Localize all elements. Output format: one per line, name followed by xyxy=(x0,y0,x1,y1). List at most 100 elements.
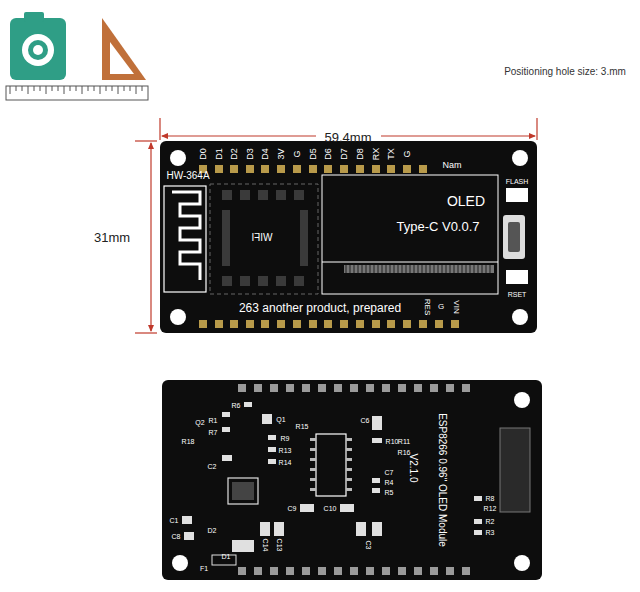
logo-icon xyxy=(6,86,148,100)
pcb-back xyxy=(268,459,276,464)
pcb-front xyxy=(222,210,230,266)
pcb-back xyxy=(372,416,382,430)
pcb-front xyxy=(293,165,301,173)
pcb-front xyxy=(340,320,348,328)
pcb-front xyxy=(276,276,286,286)
logo-icon xyxy=(10,86,142,94)
pcb-back xyxy=(372,438,382,443)
dimension-lines xyxy=(536,118,537,140)
pcb-front xyxy=(356,320,364,328)
pin-name: 3V xyxy=(277,148,286,159)
component-ref: C6 xyxy=(361,417,370,424)
component-ref: R2 xyxy=(486,518,495,525)
pcb-front xyxy=(294,276,304,286)
pcb-front xyxy=(160,141,537,333)
pcb-back xyxy=(310,468,316,471)
pcb-front xyxy=(451,320,459,328)
pcb-front xyxy=(344,265,494,273)
note-text: Positioning hole size: 3.mm xyxy=(504,67,626,77)
pcb-back xyxy=(346,448,352,451)
board-model: HW-364A xyxy=(166,171,209,181)
pcb-front xyxy=(277,165,285,173)
version-label: Type-C V0.0.7 xyxy=(396,220,479,233)
pcb-front xyxy=(403,165,411,173)
component-ref: C13 xyxy=(276,539,283,552)
pcb-back xyxy=(356,522,366,536)
component-ref: R8 xyxy=(486,495,495,502)
pcb-back xyxy=(340,504,354,512)
dimension-lines xyxy=(150,143,151,331)
pcb-front xyxy=(276,190,286,200)
pcb-back xyxy=(346,478,352,481)
component-ref: R16 xyxy=(398,449,411,456)
pcb-back xyxy=(318,384,326,392)
silkscreen-text: Nam xyxy=(442,161,461,170)
pcb-back xyxy=(244,402,252,407)
pin-name: VIN xyxy=(452,300,460,313)
component-ref: C1 xyxy=(170,517,179,524)
pcb-back xyxy=(366,567,374,575)
logo-icon xyxy=(6,12,148,100)
pcb-front xyxy=(172,192,200,280)
pcb-back xyxy=(302,384,310,392)
component-ref: R18 xyxy=(182,438,195,445)
pin-name: D5 xyxy=(309,148,318,160)
pcb-back xyxy=(268,435,276,440)
pcb-front xyxy=(506,188,528,202)
pcb-back xyxy=(462,384,470,392)
component-ref: C14 xyxy=(262,539,269,552)
pcb-front xyxy=(240,190,250,200)
dimension-lines xyxy=(529,133,536,139)
pcb-front xyxy=(309,320,317,328)
module-title: ESP8266 0.96" OLED Module xyxy=(437,413,447,547)
pcb-back xyxy=(430,384,438,392)
dimension-lines xyxy=(161,133,168,139)
dimension-lines xyxy=(162,135,316,136)
logo-icon xyxy=(102,18,146,80)
silkscreen-text: 263 another product, prepared xyxy=(239,302,401,314)
pcb-back xyxy=(514,392,530,408)
pcb-front xyxy=(300,210,308,266)
component-ref: C3 xyxy=(365,541,372,550)
pcb-back xyxy=(254,384,262,392)
pcb-front xyxy=(170,309,186,325)
pcb-back xyxy=(262,414,272,424)
pcb-front xyxy=(324,320,332,328)
pcb-front xyxy=(246,320,254,328)
pcb-front xyxy=(340,165,348,173)
pcb-front xyxy=(160,141,537,333)
pcb-back xyxy=(372,478,380,483)
pcb-back xyxy=(270,384,278,392)
pcb-front xyxy=(277,320,285,328)
pcb-front xyxy=(356,165,364,173)
pin-name: D7 xyxy=(340,148,349,160)
component-ref: R11 xyxy=(398,438,410,445)
pcb-back xyxy=(514,555,530,571)
pcb-front xyxy=(322,262,498,263)
pcb-front xyxy=(324,165,332,173)
button-label: FLASH xyxy=(506,178,529,185)
component-ref: F1 xyxy=(200,565,208,572)
pcb-back xyxy=(398,567,406,575)
pcb-front xyxy=(512,309,528,325)
component-ref: D2 xyxy=(208,527,217,534)
pcb-front xyxy=(435,320,443,328)
pcb-front xyxy=(372,165,380,173)
pin-name: D8 xyxy=(356,148,365,160)
pcb-back xyxy=(300,504,314,512)
pcb-back xyxy=(310,458,316,461)
component-ref: R13 xyxy=(279,447,292,454)
pcb-back xyxy=(446,384,454,392)
pcb-back xyxy=(286,567,294,575)
component-ref: R5 xyxy=(385,489,394,496)
pcb-back xyxy=(232,482,254,500)
component-ref: R6 xyxy=(232,402,241,409)
pcb-back xyxy=(286,384,294,392)
pcb-back xyxy=(462,567,470,575)
dimension-lines xyxy=(135,140,157,141)
component-ref: Q2 xyxy=(195,419,204,426)
silkscreen-text: WIFI xyxy=(251,233,272,243)
pcb-back xyxy=(238,384,470,575)
pcb-back xyxy=(238,567,246,575)
component-ref: R15 xyxy=(296,423,309,430)
